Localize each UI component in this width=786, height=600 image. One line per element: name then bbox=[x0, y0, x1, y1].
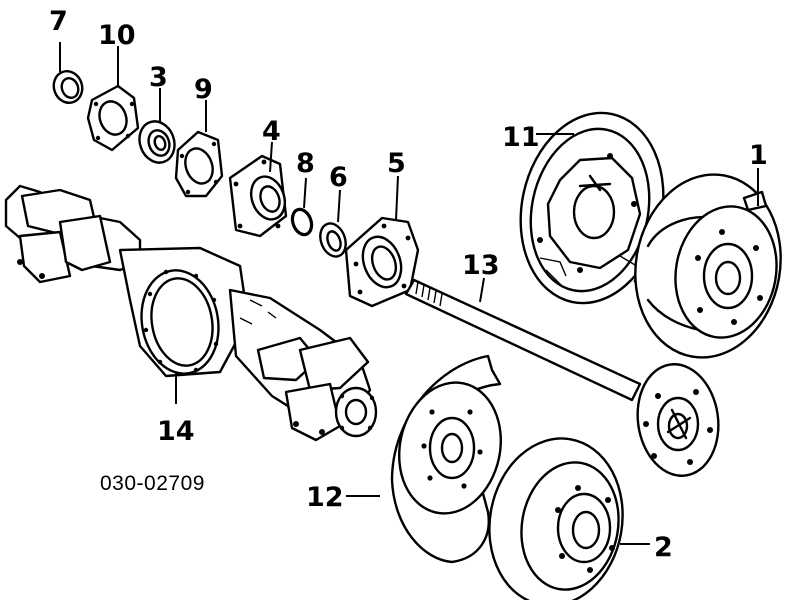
part-13-axle-shaft bbox=[404, 278, 720, 477]
part-11-backing-plate bbox=[519, 111, 665, 305]
part-3-bearing bbox=[138, 120, 176, 164]
part-10-gasket bbox=[86, 84, 140, 152]
callout-5: 5 bbox=[387, 148, 406, 179]
diagram-part-number: 030-02709 bbox=[100, 472, 205, 495]
callout-12: 12 bbox=[306, 482, 344, 513]
callout-3: 3 bbox=[149, 62, 168, 93]
callout-4: 4 bbox=[262, 116, 281, 147]
part-12-dust-shield bbox=[390, 354, 502, 564]
part-6-seal bbox=[319, 222, 347, 258]
part-14-axle-housing bbox=[4, 184, 378, 442]
callout-14: 14 bbox=[157, 416, 195, 447]
callout-10: 10 bbox=[98, 20, 136, 51]
callout-2: 2 bbox=[654, 532, 673, 563]
leader-lines bbox=[59, 42, 759, 545]
callout-9: 9 bbox=[194, 74, 213, 105]
part-2-brake-rotor bbox=[488, 437, 624, 600]
callout-11: 11 bbox=[502, 122, 540, 153]
part-5-flange bbox=[344, 216, 420, 308]
callout-1: 1 bbox=[749, 140, 768, 171]
part-7-oil-seal bbox=[52, 70, 84, 104]
callout-13: 13 bbox=[462, 250, 500, 281]
part-8-o-ring bbox=[290, 207, 314, 237]
callout-6: 6 bbox=[329, 162, 348, 193]
part-1-brake-drum bbox=[634, 173, 782, 359]
callout-labels: 7 10 3 9 4 8 6 5 11 1 13 14 12 2 bbox=[49, 6, 768, 563]
part-9-retainer bbox=[174, 130, 224, 198]
callout-7: 7 bbox=[49, 6, 68, 37]
callout-8: 8 bbox=[296, 148, 315, 179]
part-4-housing bbox=[228, 154, 288, 238]
